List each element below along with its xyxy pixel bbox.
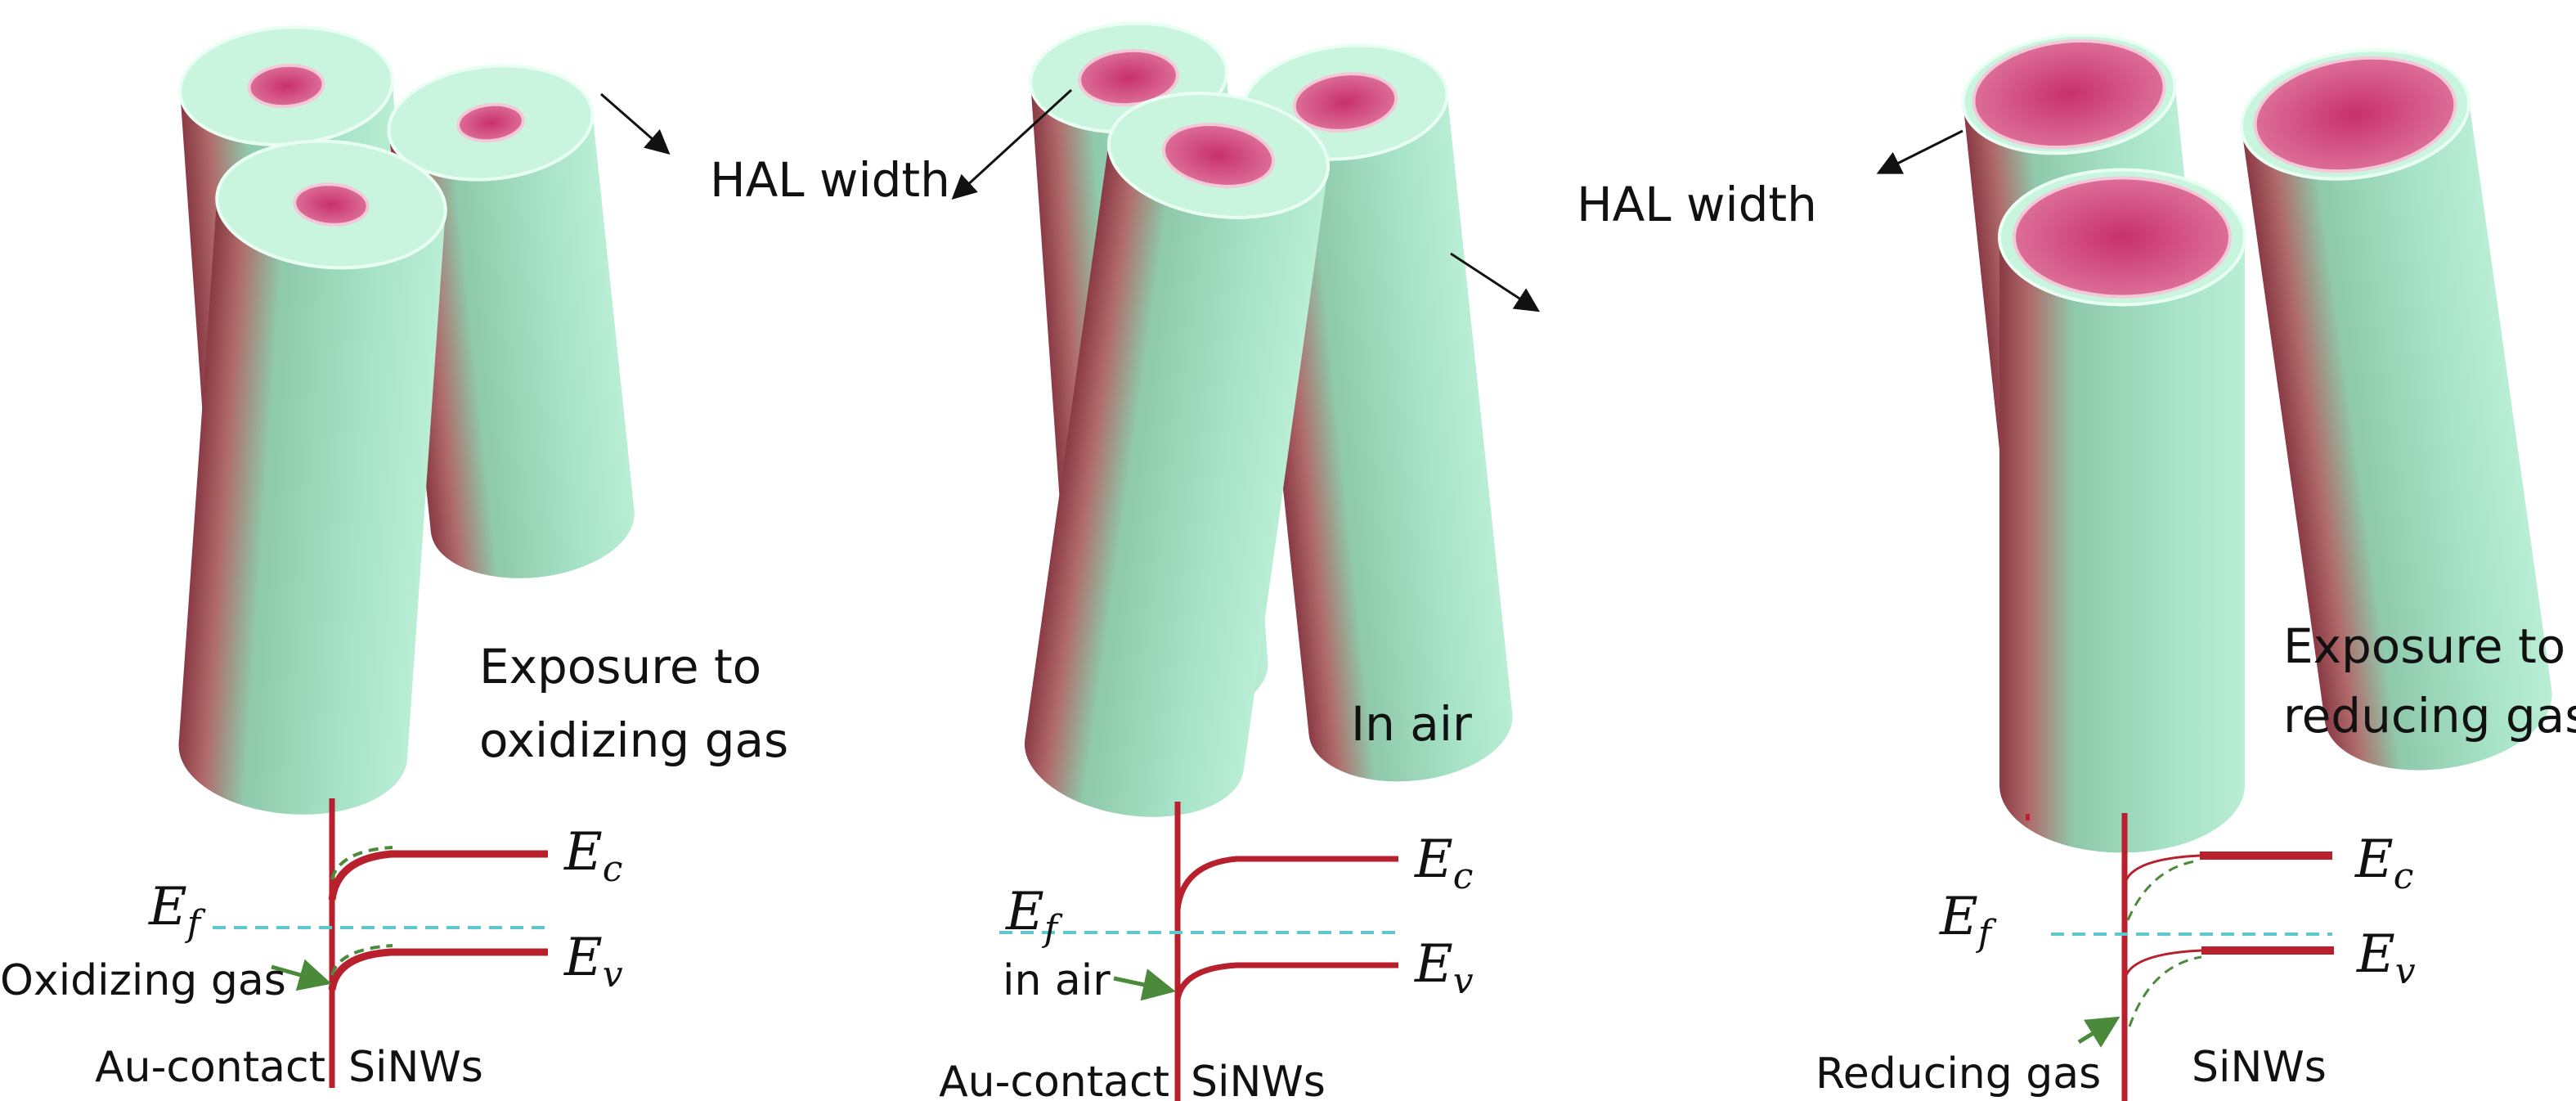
nanowire-bottom: [430, 464, 635, 578]
nanowire-bottom: [2324, 641, 2552, 771]
panel-air: HAL width In air: [951, 88, 1817, 752]
nanowire-core: [293, 182, 370, 227]
in-air-label: in air: [1003, 956, 1111, 1005]
nanowire-bottom: [1999, 717, 2245, 853]
au-contact-label: Au-contact: [939, 1058, 1169, 1101]
ec-label: Ec: [563, 822, 622, 890]
nanowire: [2239, 48, 2552, 771]
caption-line1: Exposure to: [479, 639, 761, 694]
ef-label: Ef: [1005, 882, 1063, 950]
shifted-conduction-band: [330, 846, 393, 880]
ec-label: Ec: [2354, 829, 2413, 897]
nanowire-bottom: [1308, 667, 1513, 782]
nanowire: [1998, 168, 2246, 853]
gas-arrow: [271, 959, 332, 991]
ev-label: Ev: [1414, 934, 1474, 1002]
nanowire-core: [2253, 56, 2457, 173]
caption-line1: In air: [1351, 696, 1472, 752]
nanowire: [1024, 92, 1331, 817]
hal-arrow-right: [1450, 252, 1541, 312]
conduction-band: [328, 850, 548, 901]
valence-band: [328, 948, 548, 991]
ec-label: Ec: [1414, 829, 1473, 897]
hal-width-label: HAL width: [1577, 177, 1817, 232]
ef-label: Ef: [1939, 887, 1997, 955]
band-diagram-reducing: Ec Ef Ev Reducing gas SiNWs: [1815, 813, 2416, 1101]
nanowire: [178, 139, 447, 815]
nanowire-shell: [1025, 140, 1328, 771]
au-contact-label: Au-contact: [95, 1043, 325, 1092]
band-diagram-air: Ec Ef Ev in air Au-contact SiNWs: [939, 802, 1474, 1101]
hal-width-label: HAL width: [710, 152, 950, 208]
nanowire: [387, 64, 635, 578]
air-arrow: [1113, 968, 1176, 1001]
gas-arrow: [2077, 1016, 2120, 1048]
nanowire-core: [2013, 176, 2232, 299]
gas-label: Oxidizing gas: [0, 956, 286, 1005]
nanowire-core: [1972, 38, 2166, 150]
nanowire-core: [1078, 48, 1179, 107]
hal-arrow-left: [951, 88, 1073, 200]
nanowire-core: [247, 63, 325, 109]
reducing-gas-label: Reducing gas: [1815, 1049, 2101, 1099]
shifted-valence-band: [330, 944, 393, 976]
caption-line2: reducing gas: [2283, 688, 2576, 744]
valence-band-bend: [2123, 949, 2202, 981]
hal-arrow: [600, 92, 671, 155]
nanowire-core: [456, 102, 525, 143]
nanowire-core: [1292, 72, 1398, 133]
caption-line2: oxidizing gas: [479, 712, 788, 768]
valence-band: [1174, 962, 1398, 1000]
panel-oxidizing: HAL width Exposure to oxidizing gas: [479, 92, 950, 768]
nanowire-shell: [2242, 98, 2552, 722]
nanowire-core: [1161, 123, 1276, 188]
nanowire-shell: [178, 196, 446, 760]
ev-label: Ev: [2356, 924, 2416, 992]
nanowire-bottom: [178, 687, 408, 815]
panel-reducing: Exposure to reducing gas: [1876, 129, 2576, 820]
nanowire-shell: [388, 111, 635, 533]
hal-arrow: [1876, 129, 1963, 174]
conduction-band: [1174, 856, 1398, 910]
sinws-label: SiNWs: [1191, 1058, 1326, 1101]
sinws-label: SiNWs: [348, 1043, 483, 1092]
ev-label: Ev: [563, 928, 623, 995]
nanowire-cylinders: [178, 21, 2552, 853]
conduction-band-bend: [2123, 854, 2201, 886]
shifted-valence-band: [2128, 955, 2202, 1027]
nanowire-bottom: [1024, 692, 1245, 817]
band-diagram-oxidizing: Ec Ef Ev Oxidizing gas Au-contact SiNWs: [0, 798, 623, 1092]
shifted-conduction-band: [2126, 859, 2201, 921]
caption-line1: Exposure to: [2283, 618, 2565, 674]
nanowire-shell: [1999, 237, 2245, 785]
sinws-label: SiNWs: [2192, 1043, 2327, 1092]
red-dot: [2026, 814, 2030, 820]
ef-label: Ef: [148, 877, 206, 945]
